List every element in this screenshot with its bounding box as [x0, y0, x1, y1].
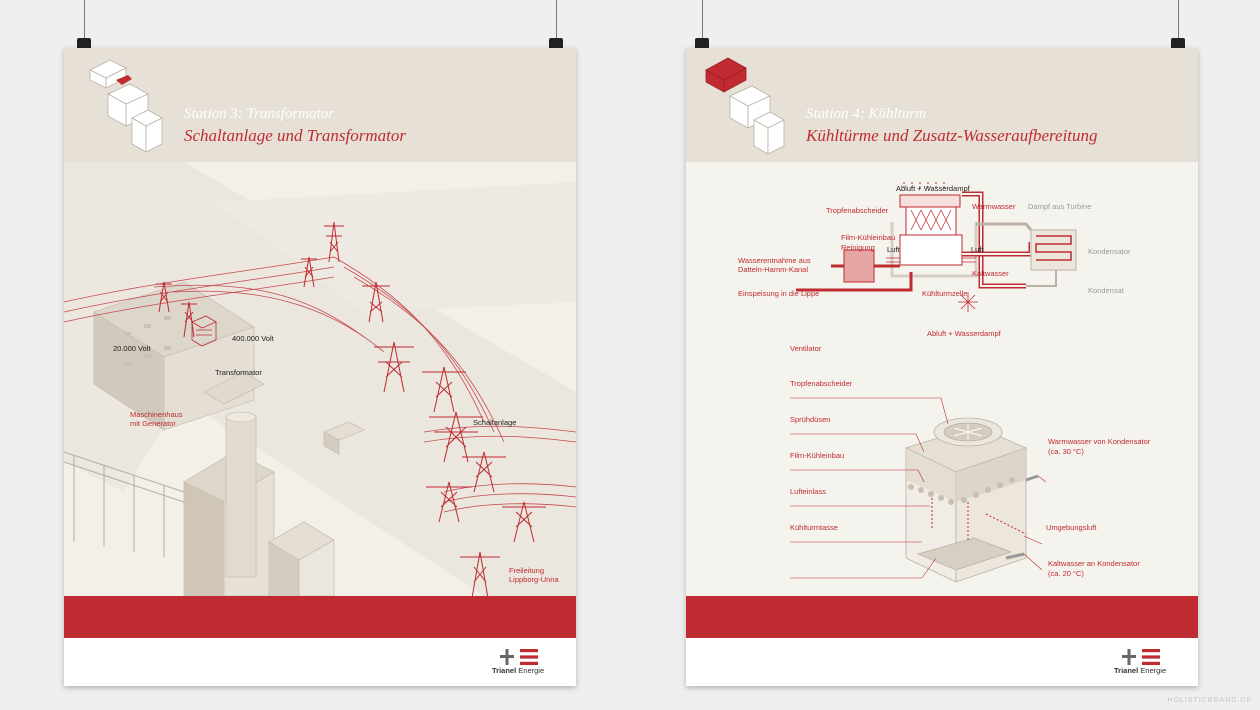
binder-clip: [1171, 38, 1185, 50]
label-abluft-tower: Abluft + Wasserdampf: [927, 329, 1001, 338]
label-tropfenabscheider-top: Tropfenabscheider: [826, 206, 889, 215]
label-tropfenabscheider-tower: Tropfenabscheider: [790, 379, 853, 388]
label-film-kuehleinbau-top: Film-Kühleinbau: [841, 233, 896, 242]
binder-clip: [549, 38, 563, 50]
label-spruehduesen: Sprühdüsen: [790, 415, 831, 424]
label-warmwasser-temp: (ca. 30 °C): [1048, 447, 1084, 456]
poster-footer: Trianel Energie: [64, 638, 576, 686]
trianel-logo-icon: [500, 649, 538, 665]
label-kaltwasser-temp: (ca. 20 °C): [1048, 569, 1084, 578]
poster-transformator: Station 3: Transformator Schaltanlage un…: [64, 48, 576, 686]
label-kuehlturmzelle: Kühlturmzelle: [922, 289, 968, 298]
cooling-process-diagram: [686, 162, 1198, 596]
binder-clip: [695, 38, 709, 50]
poster-footer: Trianel Energie: [686, 638, 1198, 686]
label-kaltwasser-an-kondensator: Kaltwasser an Kondensator: [1048, 559, 1140, 568]
label-400000-volt: 400.000 Volt: [232, 334, 274, 343]
logo-wordmark: Trianel Energie: [1114, 666, 1167, 675]
label-warmwasser-von-kondensator: Warmwasser von Kondensator: [1048, 437, 1151, 446]
poster-title: Kühltürme und Zusatz-Wasseraufbereitung: [806, 126, 1098, 145]
label-ventilator: Ventilator: [790, 344, 822, 353]
plant-thumbnail-icon: [89, 59, 163, 153]
label-datteln-hamm-kanal: Datteln-Hamm-Kanal: [738, 265, 809, 274]
label-freileitung: Freileitung: [509, 566, 545, 575]
label-kondensat: Kondensat: [1088, 286, 1124, 295]
accent-band: [64, 596, 576, 638]
cooling-diagrams: Abluft + Wasserdampf Tropfenabscheider W…: [686, 162, 1198, 596]
hanging-wire: [1178, 0, 1179, 42]
poster-title: Schaltanlage und Transformator: [184, 126, 406, 145]
logo-wordmark: Trianel Energie: [492, 666, 545, 675]
station-label: Station 4: Kühlturm: [806, 106, 927, 122]
hanging-wire: [556, 0, 557, 42]
label-umgebungsluft: Umgebungsluft: [1046, 523, 1097, 532]
substation-drawing: [64, 162, 576, 599]
label-lippborg-unna: Lippborg-Unna: [509, 575, 559, 584]
trianel-logo: Trianel Energie: [492, 648, 552, 680]
poster-kuehlturm: Station 4: Kühlturm Kühltürme und Zusatz…: [686, 48, 1198, 686]
label-reinigung: Reinigung: [841, 243, 875, 252]
poster-header: Station 3: Transformator Schaltanlage un…: [64, 48, 576, 162]
label-kaltwasser: Kaltwasser: [972, 269, 1009, 278]
label-kondensator: Kondensator: [1088, 247, 1131, 256]
hanging-wire: [84, 0, 85, 42]
trianel-logo-icon: [1122, 649, 1160, 665]
label-film-kuehleinbau-tower: Film-Kühleinbau: [790, 451, 845, 460]
hanging-wire: [702, 0, 703, 42]
substation-illustration: 20.000 Volt 400.000 Volt Transformator M…: [64, 162, 576, 599]
trianel-logo: Trianel Energie: [1114, 648, 1174, 680]
label-kuehlturmtasse: Kühlturmtasse: [790, 523, 838, 532]
station-label: Station 3: Transformator: [184, 106, 335, 122]
label-mit-generator: mit Generator: [130, 419, 176, 428]
poster-header: Station 4: Kühlturm Kühltürme und Zusatz…: [686, 48, 1198, 162]
watermark: HOLISTICBRAND.DE: [1167, 697, 1252, 704]
label-maschinenhaus: Maschinenhaus: [130, 410, 183, 419]
binder-clip: [77, 38, 91, 50]
label-warmwasser: Warmwasser: [972, 202, 1016, 211]
label-transformator: Transformator: [215, 368, 262, 377]
label-abluft-top: Abluft + Wasserdampf: [896, 184, 970, 193]
label-luft-right: Luft: [971, 245, 984, 254]
label-dampf-aus-turbine: Dampf aus Turbine: [1028, 202, 1092, 211]
label-schaltanlage: Schaltanlage: [473, 418, 517, 427]
accent-band: [686, 596, 1198, 638]
label-einspeisung: Einspeisung in die Lippe: [738, 289, 820, 298]
label-lufteinlass: Lufteinlass: [790, 487, 826, 496]
label-20000-volt: 20.000 Volt: [113, 344, 151, 353]
label-luft-left: Luft: [887, 245, 900, 254]
label-wasserentnahme: Wasserentnahme aus: [738, 256, 811, 265]
plant-thumbnail-icon: [705, 57, 785, 155]
